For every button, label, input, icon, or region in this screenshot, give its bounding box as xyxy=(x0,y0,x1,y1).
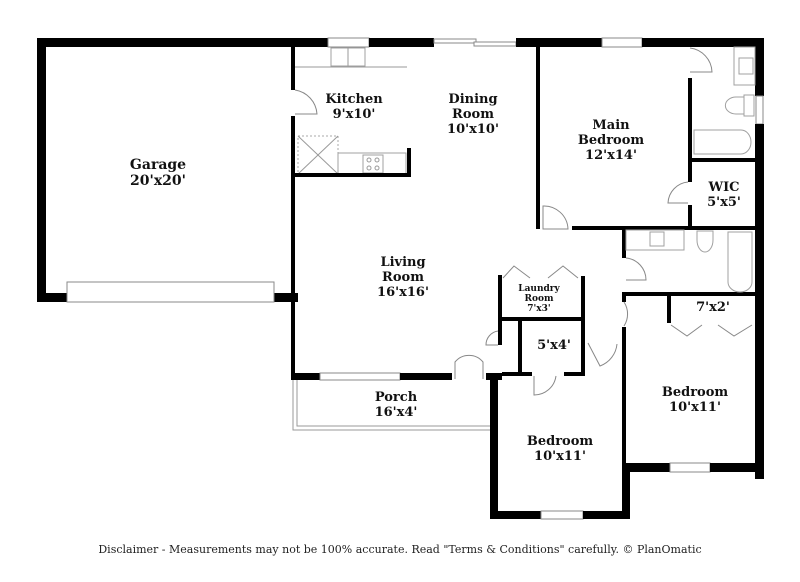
room-size: 7'x2' xyxy=(696,300,730,315)
room-label-wic: WIC 5'x5' xyxy=(707,180,741,210)
main-bedroom-window xyxy=(601,37,643,48)
master-bath-fixtures xyxy=(693,46,756,155)
laundry-bifold-doors xyxy=(502,265,579,279)
front-door[interactable] xyxy=(454,354,484,379)
room-size: 16'x4' xyxy=(374,405,418,420)
room-name: Bedroom xyxy=(526,434,594,449)
center-bedroom-window xyxy=(540,510,584,520)
garage-walls xyxy=(37,38,330,380)
room-name: Living xyxy=(380,255,426,270)
hall-bath-fixtures xyxy=(625,229,753,293)
room-name: Garage xyxy=(129,157,187,173)
room-label-garage: Garage 20'x20' xyxy=(130,157,186,189)
kitchen-counters xyxy=(295,47,407,175)
right-bedroom-window xyxy=(669,462,711,473)
wic-door[interactable] xyxy=(667,181,689,204)
room-label-closet-5x4: 5'x4' xyxy=(537,338,571,353)
room-size: 7'x3' xyxy=(527,304,551,314)
room-name: WIC xyxy=(708,180,740,195)
room-label-living: Living Room 16'x16' xyxy=(377,255,429,300)
room-name-2: Room xyxy=(382,270,424,285)
room-name-2: Bedroom xyxy=(577,133,645,148)
room-size: 5'x5' xyxy=(707,195,741,210)
room-size: 10'x11' xyxy=(534,449,586,464)
living-to-hall-door[interactable] xyxy=(485,330,499,346)
room-size: 10'x11' xyxy=(669,400,721,415)
right-bedroom-door[interactable] xyxy=(623,301,628,327)
room-size: 16'x16' xyxy=(377,285,429,300)
room-size: 20'x20' xyxy=(130,173,186,189)
closet-5x4-door[interactable] xyxy=(533,375,557,396)
room-name-2: Room xyxy=(452,107,494,122)
room-label-dining: Dining Room 10'x10' xyxy=(447,92,499,137)
bath-door[interactable] xyxy=(689,47,713,73)
room-label-bedroom-center: Bedroom 10'x11' xyxy=(527,434,593,464)
sliding-door xyxy=(433,38,517,47)
room-name: Main xyxy=(592,118,630,133)
porch-outline xyxy=(292,380,493,431)
center-hall-door[interactable] xyxy=(587,342,618,367)
room-name: Laundry xyxy=(518,284,560,294)
main-bedroom-door[interactable] xyxy=(542,205,569,230)
room-size: 5'x4' xyxy=(537,338,571,353)
room-label-laundry: Laundry Room 7'x3' xyxy=(518,284,560,314)
living-window xyxy=(319,372,401,381)
room-name: Kitchen xyxy=(325,92,383,107)
room-size: 9'x10' xyxy=(332,107,376,122)
disclaimer-text: Disclaimer - Measurements may not be 100… xyxy=(98,543,702,556)
room-name: Bedroom xyxy=(661,385,729,400)
room-label-main-bedroom: Main Bedroom 12'x14' xyxy=(578,118,644,163)
room-size: 10'x10' xyxy=(447,122,499,137)
room-label-kitchen: Kitchen 9'x10' xyxy=(325,92,382,122)
room-label-porch: Porch 16'x4' xyxy=(375,390,418,420)
garage-door xyxy=(66,281,275,303)
closet-bifold-doors xyxy=(670,324,753,337)
room-name: Dining xyxy=(448,92,498,107)
hall-bath-door[interactable] xyxy=(625,257,647,281)
room-name: Porch xyxy=(374,390,418,405)
room-size: 12'x14' xyxy=(585,148,637,163)
garage-to-kitchen-door[interactable] xyxy=(294,89,318,115)
bath-window xyxy=(755,95,764,125)
kitchen-window xyxy=(327,37,370,48)
room-label-closet-7x2: 7'x2' xyxy=(696,300,730,315)
room-label-bedroom-right: Bedroom 10'x11' xyxy=(662,385,728,415)
room-name-2: Room xyxy=(524,294,554,304)
